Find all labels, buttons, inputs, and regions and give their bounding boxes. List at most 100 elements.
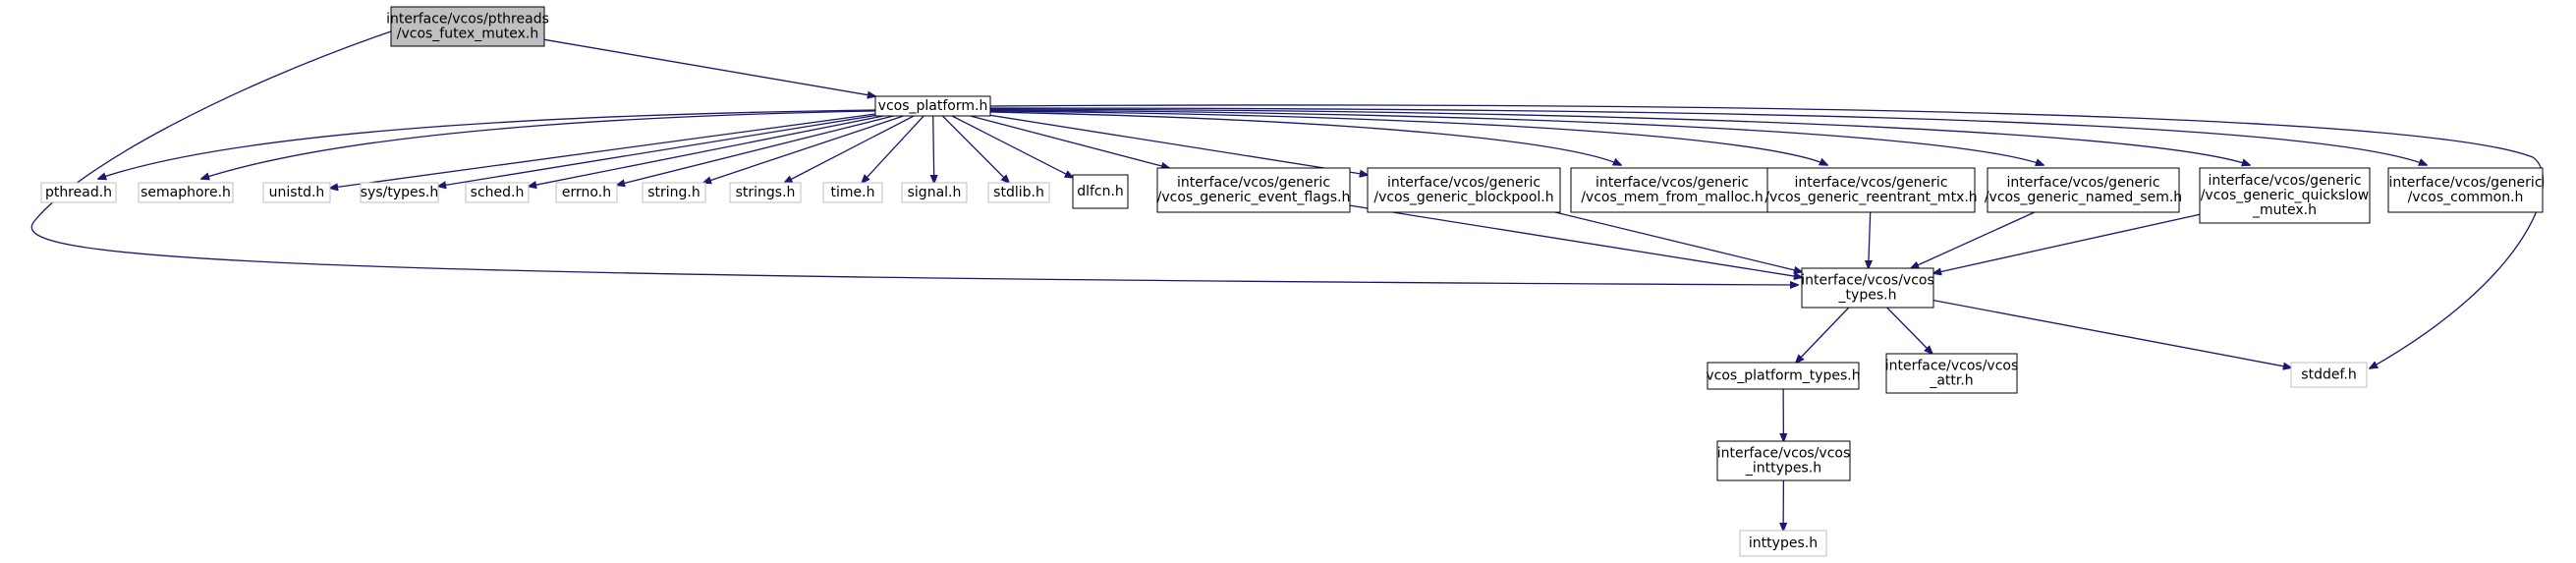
edge-line xyxy=(1886,307,1932,354)
node-strings: strings.h xyxy=(729,182,802,203)
node-box xyxy=(1716,440,1851,481)
edge-vcos_platform-to-mem_from_malloc xyxy=(989,111,1621,165)
edge-line xyxy=(989,107,2427,165)
node-common[interactable]: interface/vcos/generic/vcos_common.h xyxy=(2387,167,2544,213)
node-box xyxy=(555,182,618,203)
edges-layer xyxy=(30,30,2545,531)
node-label: dlfcn.h xyxy=(1077,184,1124,199)
edge-line xyxy=(1869,211,1871,268)
edge-line xyxy=(201,110,876,179)
node-label: signal.h xyxy=(908,185,962,200)
edge-line xyxy=(989,104,2545,368)
edge-line xyxy=(529,115,884,187)
edge-line xyxy=(1796,307,1850,363)
edge-vcos_platform-to-common xyxy=(989,107,2427,165)
node-label: vcos_platform.h xyxy=(878,98,988,114)
edge-line xyxy=(30,30,1798,285)
node-label: _inttypes.h xyxy=(1745,461,1821,477)
node-reentrant-mtx[interactable]: interface/vcos/generic/vcos_generic_reen… xyxy=(1764,167,1978,213)
edge-line xyxy=(970,115,1169,168)
edge-vcos_platform-to-blockpool xyxy=(989,114,1368,175)
edge-quickslow-to-vcos_types xyxy=(1933,213,2201,273)
edge-line xyxy=(1932,299,2291,368)
node-quickslow[interactable]: interface/vcos/generic/vcos_generic_quic… xyxy=(2199,167,2371,224)
edge-line xyxy=(438,114,876,187)
node-vcos-platform[interactable]: vcos_platform.h xyxy=(874,95,991,117)
edge-line xyxy=(1349,204,1802,277)
node-box xyxy=(1801,267,1934,309)
node-label: sys/types.h xyxy=(361,185,438,200)
edge-line xyxy=(1933,213,2201,273)
edge-named_sem-to-vcos_types xyxy=(1911,211,2036,268)
node-box xyxy=(360,182,439,203)
node-label: vcos_platform_types.h xyxy=(1706,368,1860,384)
node-vcos-types[interactable]: interface/vcos/vcos_types.h xyxy=(1801,267,1934,309)
node-blockpool[interactable]: interface/vcos/generic/vcos_generic_bloc… xyxy=(1367,167,1561,213)
edge-line xyxy=(941,115,1009,183)
edge-vcos_types-to-attr xyxy=(1886,307,1932,354)
node-label: /vcos_common.h xyxy=(2408,190,2524,205)
node-label: interface/vcos/pthreads xyxy=(386,12,549,28)
edge-vcos_platform-to-reentrant_mtx xyxy=(989,110,1827,165)
node-label: time.h xyxy=(831,185,875,200)
edge-vcos_platform-to-semaphore xyxy=(201,110,876,179)
edge-line xyxy=(1911,211,2036,268)
edge-line xyxy=(951,115,1073,178)
node-stddef: stddef.h xyxy=(2290,362,2368,388)
node-named-sem[interactable]: interface/vcos/generic/vcos_generic_name… xyxy=(1985,167,2182,213)
node-label: /vcos_futex_mutex.h xyxy=(397,27,538,42)
edge-line xyxy=(543,38,875,96)
edge-vcos_platform-to-strings xyxy=(784,115,915,183)
node-label: stdlib.h xyxy=(993,185,1044,200)
node-label: /vcos_generic_event_flags.h xyxy=(1157,190,1351,205)
node-box xyxy=(1156,167,1351,213)
edge-reentrant_mtx-to-vcos_types xyxy=(1869,211,1871,268)
node-time: time.h xyxy=(822,182,883,203)
node-box xyxy=(987,182,1050,203)
node-label: strings.h xyxy=(736,185,796,200)
edge-line xyxy=(1554,211,1802,272)
node-sched: sched.h xyxy=(465,182,530,203)
edge-vcos_platform-to-stddef xyxy=(989,104,2545,368)
node-box xyxy=(1885,353,2018,394)
edge-line xyxy=(989,111,1621,165)
node-inttypes-vcos[interactable]: interface/vcos/vcos_inttypes.h xyxy=(1716,440,1851,481)
node-box xyxy=(642,182,706,203)
node-label: interface/vcos/vcos xyxy=(1801,273,1934,289)
edge-line xyxy=(989,114,1368,175)
edge-line xyxy=(703,115,904,183)
node-mem-from-malloc[interactable]: interface/vcos/generic/vcos_mem_from_mal… xyxy=(1570,167,1774,213)
node-label: stddef.h xyxy=(2301,367,2356,383)
edge-vcos_platform-to-stdlib xyxy=(941,115,1009,183)
node-box xyxy=(465,182,530,203)
node-label: errno.h xyxy=(562,185,611,200)
node-label: interface/vcos/generic xyxy=(1387,175,1540,191)
node-root[interactable]: interface/vcos/pthreads/vcos_futex_mutex… xyxy=(386,6,549,47)
node-box xyxy=(2290,362,2368,388)
node-dlfcn[interactable]: dlfcn.h xyxy=(1072,174,1129,209)
node-string: string.h xyxy=(642,182,706,203)
node-box xyxy=(822,182,883,203)
node-label: sched.h xyxy=(471,185,525,200)
node-attr[interactable]: interface/vcos/vcos_attr.h xyxy=(1885,353,2019,394)
edge-line xyxy=(617,115,894,185)
node-label: pthread.h xyxy=(45,185,112,200)
node-label: semaphore.h xyxy=(140,185,231,200)
edge-line xyxy=(933,115,934,183)
node-label: interface/vcos/vcos xyxy=(1717,446,1851,462)
node-label: /vcos_mem_from_malloc.h xyxy=(1581,190,1764,205)
edge-vcos_platform-to-unistd xyxy=(330,113,876,188)
edge-event_flags-to-vcos_types xyxy=(1349,204,1802,277)
node-box xyxy=(1367,167,1561,213)
node-label: interface/vcos/generic xyxy=(1596,175,1749,191)
node-label: /vcos_generic_reentrant_mtx.h xyxy=(1764,190,1977,205)
node-label: /vcos_generic_quickslow xyxy=(2201,188,2370,203)
node-platform-types[interactable]: vcos_platform_types.h xyxy=(1706,362,1861,390)
node-box xyxy=(729,182,802,203)
edge-vcos_platform-to-systypes xyxy=(438,114,876,187)
node-event-flags[interactable]: interface/vcos/generic/vcos_generic_even… xyxy=(1156,167,1351,213)
edge-vcos_platform-to-errno xyxy=(617,115,894,185)
edge-vcos_types-to-stddef xyxy=(1932,299,2291,368)
edge-line xyxy=(989,110,1827,165)
node-box xyxy=(1570,167,1774,213)
